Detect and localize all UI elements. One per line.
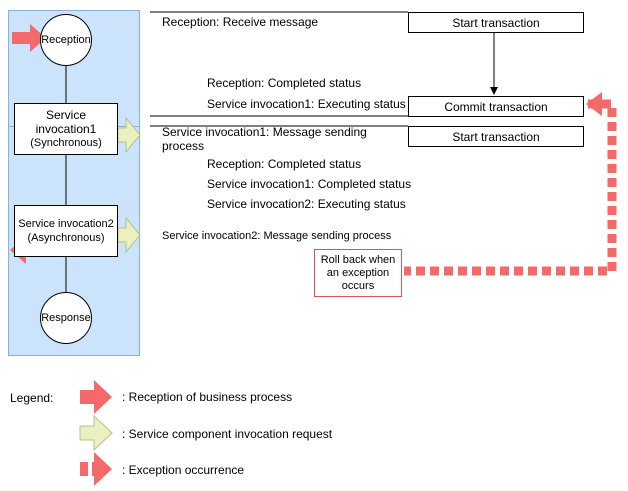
response-node: Response: [40, 292, 92, 344]
note-completed-2a: Reception: Completed status: [207, 157, 362, 171]
legend-exception-label: : Exception occurrence: [122, 463, 245, 477]
service1-line3: (Synchronous): [30, 137, 102, 149]
commit-transaction-label: Commit transaction: [444, 99, 548, 114]
note-executing-2: Service invocation2: Executing status: [207, 197, 406, 211]
commit-transaction-box: Commit transaction: [408, 96, 584, 117]
rollback-box: Roll back when an exception occurs: [314, 249, 402, 297]
service1-line1: Service: [45, 108, 86, 122]
start-transaction-1-label: Start transaction: [452, 15, 540, 30]
invocation-arrow-icon-2: [117, 216, 141, 254]
response-label: Response: [41, 312, 91, 324]
note-completed-1: Reception: Completed status: [207, 76, 362, 90]
reception-arrow-icon: [12, 24, 46, 52]
note-completed-2b: Service invocation1: Completed status: [207, 177, 412, 191]
service1-line2: invocation1: [35, 122, 97, 136]
invocation-arrow-icon-1: [117, 116, 141, 154]
start-transaction-2-box: Start transaction: [408, 126, 584, 147]
service-invocation1-node: Service invocation1 (Synchronous): [14, 103, 118, 155]
start-transaction-2-label: Start transaction: [452, 129, 540, 144]
reception-node: Reception: [40, 14, 92, 66]
reception-label: Reception: [41, 34, 91, 46]
legend-reception-label: : Reception of business process: [122, 390, 293, 404]
note-sending-1a: Service invocation1: Message sending: [162, 125, 367, 139]
service-invocation2-node: Service invocation2 (Asynchronous): [14, 205, 118, 257]
note-receive: Reception: Receive message: [162, 15, 319, 29]
note-executing-1: Service invocation1: Executing status: [207, 97, 406, 111]
service2-line2: (Asynchronous): [27, 232, 105, 244]
rollback-line2: an exception: [326, 266, 390, 279]
rollback-line3: occurs: [341, 279, 375, 292]
rollback-dashed-path: [404, 99, 617, 276]
rollback-line1: Roll back when: [320, 253, 396, 266]
note-sending-1b: process: [162, 139, 205, 153]
legend-invocation-icon: [79, 414, 113, 452]
start-transaction-1-box: Start transaction: [408, 12, 584, 33]
legend-invocation-label: : Service component invocation request: [122, 427, 333, 441]
legend-exception-icon: [80, 452, 112, 486]
commit-exception-arrow-icon: [586, 92, 602, 116]
legend-title: Legend:: [10, 391, 54, 405]
service2-line1: Service invocation2: [18, 218, 114, 230]
legend-reception-icon: [80, 380, 112, 414]
note-sending-2: Service invocation2: Message sending pro…: [162, 230, 392, 242]
